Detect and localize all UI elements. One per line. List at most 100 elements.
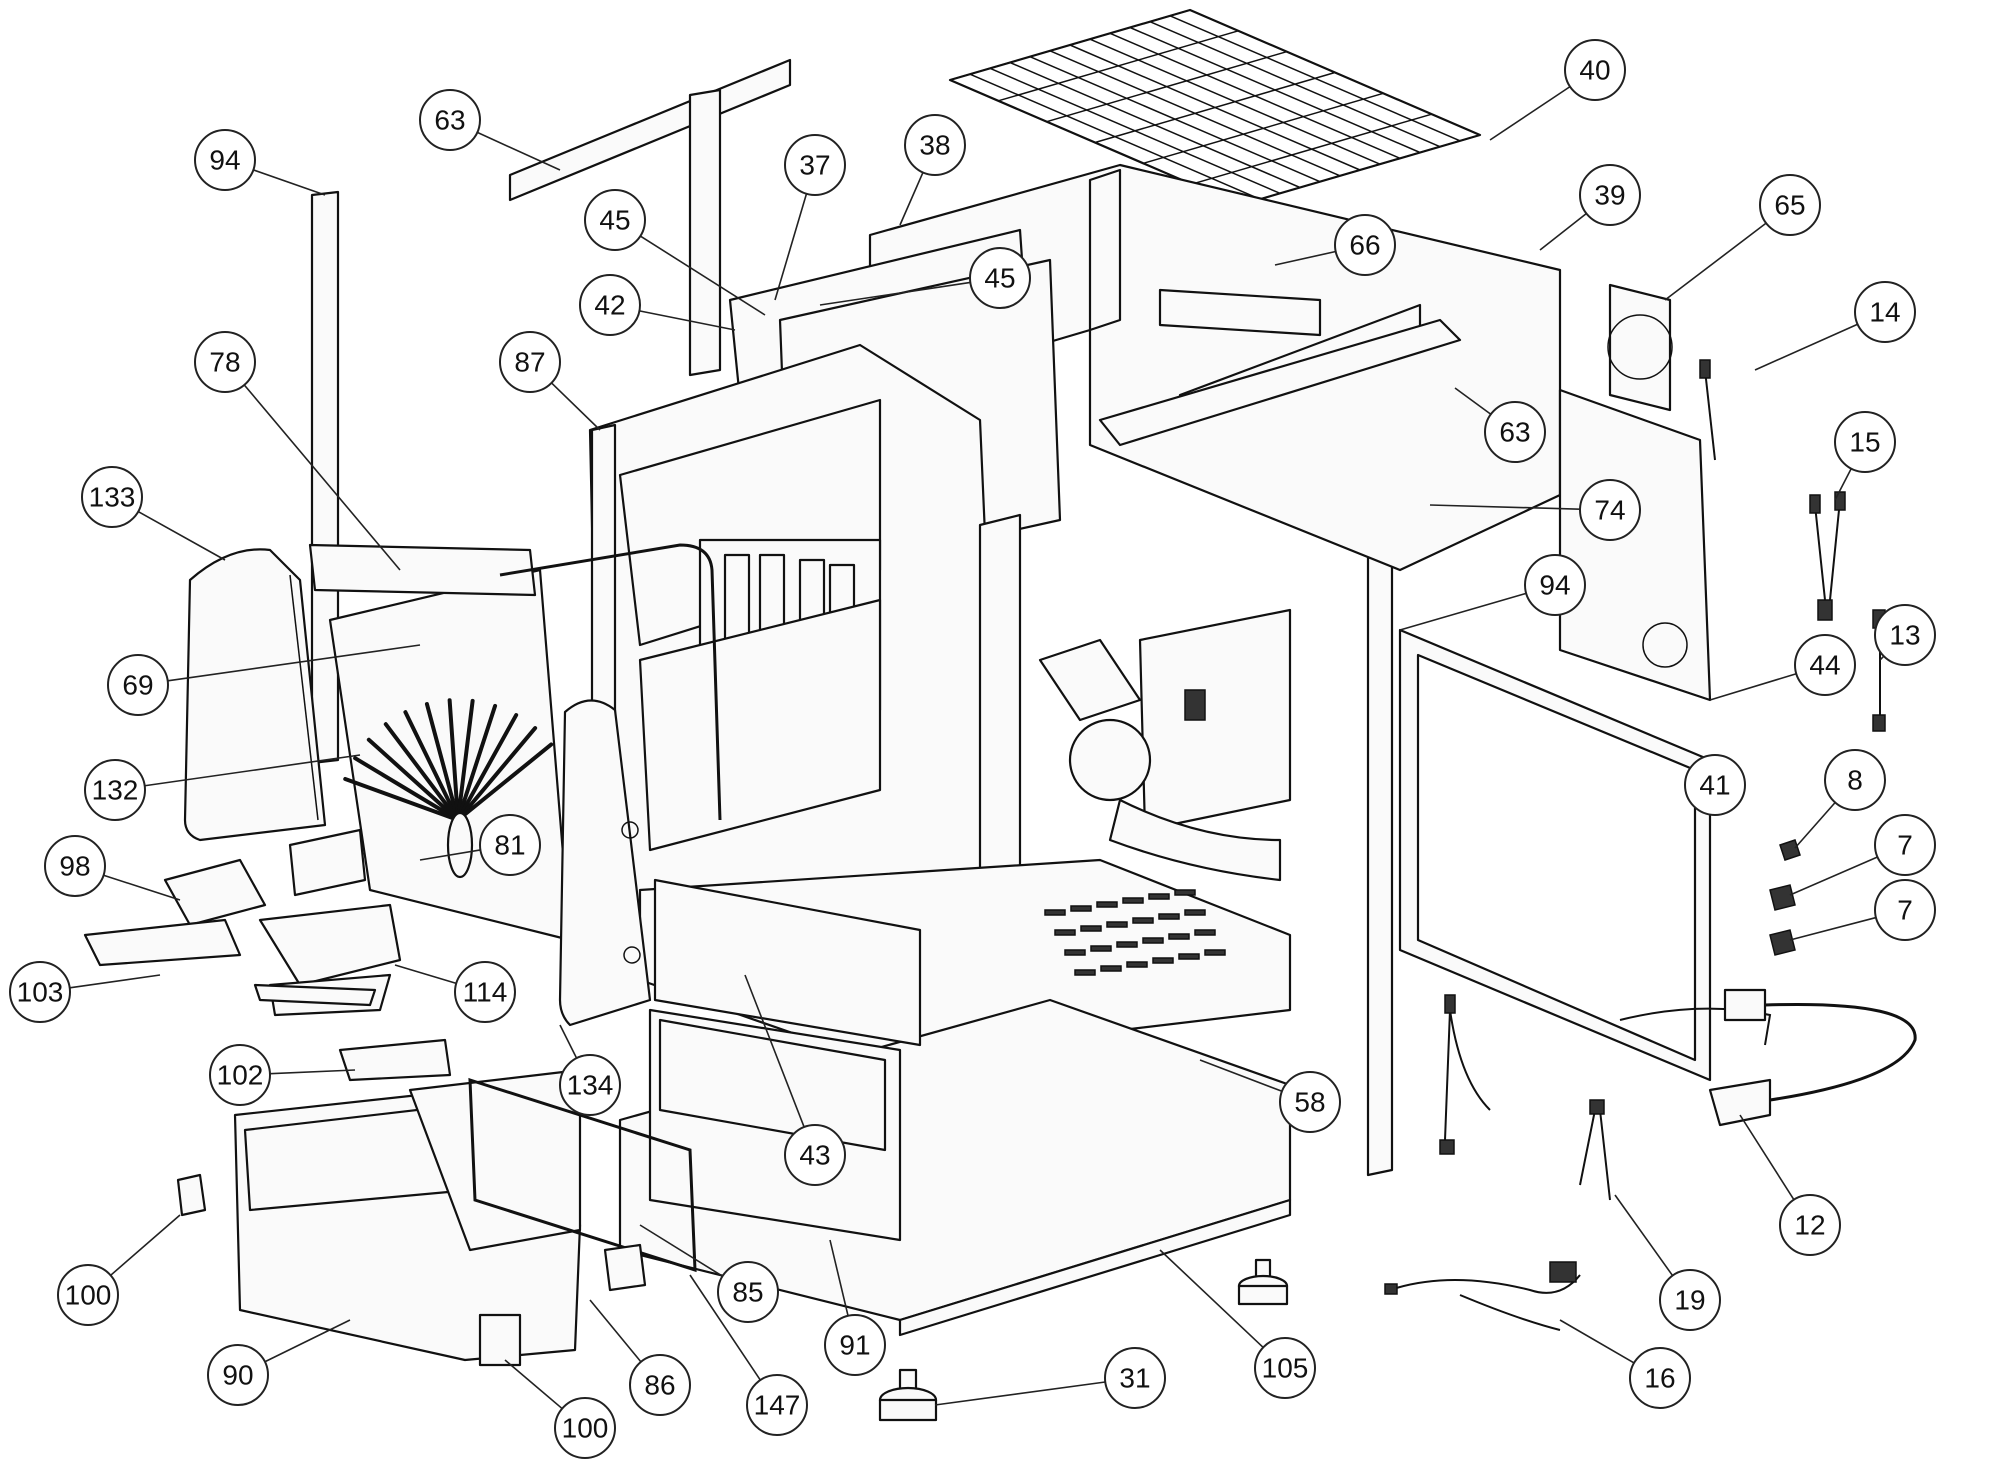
ash-drawer-part: [176, 1068, 582, 1367]
callout-c14: 14: [1854, 281, 1916, 343]
callout-circle: [209, 1044, 271, 1106]
left-post-94-part: [310, 190, 340, 765]
callout-c37: 37: [784, 134, 846, 196]
callout-number: 74: [1594, 495, 1625, 526]
callout-circle: [57, 1264, 119, 1326]
callout-c44: 44: [1794, 634, 1856, 696]
callout-number: 45: [599, 205, 630, 236]
callout-circle: [969, 247, 1031, 309]
callout-number: 66: [1349, 230, 1380, 261]
callout-circle: [1834, 411, 1896, 473]
callout-number: 43: [799, 1140, 830, 1171]
leader-line-c98: [103, 874, 181, 901]
callout-circle: [584, 189, 646, 251]
callout-circle: [554, 1397, 616, 1459]
door-rod-part: [499, 543, 722, 821]
callout-c16: 16: [1629, 1347, 1691, 1409]
callout-c39: 39: [1579, 164, 1641, 226]
leader-line-c65: [1664, 222, 1767, 301]
callout-c31: 31: [1104, 1347, 1166, 1409]
callout-number: 37: [799, 150, 830, 181]
leader-line-c100b: [504, 1359, 563, 1410]
leader-line-c134: [559, 1024, 578, 1059]
callout-c45b: 45: [969, 247, 1031, 309]
callout-circle: [1759, 174, 1821, 236]
callout-number: 31: [1119, 1363, 1150, 1394]
callout-c114: 114: [454, 961, 516, 1023]
leader-line-c81: [419, 849, 481, 861]
callout-c42: 42: [579, 274, 641, 336]
callout-number: 90: [222, 1360, 253, 1391]
callout-c43: 43: [784, 1124, 846, 1186]
callout-c86: 86: [629, 1354, 691, 1416]
callout-number: 105: [1262, 1353, 1309, 1384]
callout-c7b: 7: [1874, 879, 1936, 941]
left-cover-133-part: [183, 548, 327, 842]
callout-number: 147: [754, 1390, 801, 1421]
callout-circle: [1524, 554, 1586, 616]
callout-circle: [717, 1261, 779, 1323]
callout-c98: 98: [44, 835, 106, 897]
callout-number: 132: [92, 775, 139, 806]
callout-c66: 66: [1334, 214, 1396, 276]
leader-line-c63a: [476, 131, 561, 171]
callout-number: 16: [1644, 1363, 1675, 1394]
clip-8-part: [1779, 839, 1801, 861]
callout-number: 91: [839, 1330, 870, 1361]
callout-c19: 19: [1659, 1269, 1721, 1331]
leader-line-c91: [829, 1239, 849, 1317]
callout-number: 86: [644, 1370, 675, 1401]
callout-c81: 81: [479, 814, 541, 876]
firebox-part: [588, 343, 1002, 962]
callout-circle: [746, 1374, 808, 1436]
callout-number: 65: [1774, 190, 1805, 221]
callout-c87: 87: [499, 331, 561, 393]
callout-circle: [194, 129, 256, 191]
top-bracket-part: [508, 58, 792, 202]
leader-line-c39: [1539, 212, 1587, 251]
callout-circle: [1484, 401, 1546, 463]
callout-circle: [629, 1354, 691, 1416]
callout-circle: [1629, 1347, 1691, 1409]
callout-number: 40: [1579, 55, 1610, 86]
callout-circle: [1854, 281, 1916, 343]
callout-c65: 65: [1759, 174, 1821, 236]
callout-circle: [107, 654, 169, 716]
callout-c41: 41: [1684, 754, 1746, 816]
callout-circle: [1579, 479, 1641, 541]
callout-number: 44: [1809, 650, 1840, 681]
callout-c100a: 100: [57, 1264, 119, 1326]
callout-number: 69: [122, 670, 153, 701]
callout-circle: [9, 961, 71, 1023]
callout-number: 63: [434, 105, 465, 136]
leader-line-c8: [1794, 801, 1836, 849]
callout-c103: 103: [9, 961, 71, 1023]
callout-c74: 74: [1579, 479, 1641, 541]
callout-circle: [479, 814, 541, 876]
callout-c58: 58: [1279, 1071, 1341, 1133]
leader-line-c19: [1614, 1194, 1674, 1277]
callout-number: 78: [209, 347, 240, 378]
ash-slot-part: [648, 878, 922, 1242]
callout-circle: [904, 114, 966, 176]
callout-c94a: 94: [194, 129, 256, 191]
callout-circle: [194, 331, 256, 393]
leader-line-c16: [1559, 1319, 1635, 1364]
leader-lines: [69, 85, 1885, 1410]
callout-number: 38: [919, 130, 950, 161]
callout-number: 133: [89, 482, 136, 513]
leader-line-c31: [934, 1381, 1106, 1406]
callout-number: 87: [514, 347, 545, 378]
leader-line-c42: [639, 310, 736, 331]
callout-c134: 134: [559, 1054, 621, 1116]
leader-line-c94b: [1399, 592, 1527, 631]
callout-circle: [454, 961, 516, 1023]
leader-line-c133: [137, 510, 226, 561]
right-back-panel-part: [1558, 388, 1712, 702]
callout-circle: [1794, 634, 1856, 696]
callout-number: 114: [463, 977, 508, 1008]
leader-line-c69: [167, 644, 421, 682]
leader-line-c38: [899, 172, 924, 226]
leader-line-c90: [264, 1319, 351, 1363]
